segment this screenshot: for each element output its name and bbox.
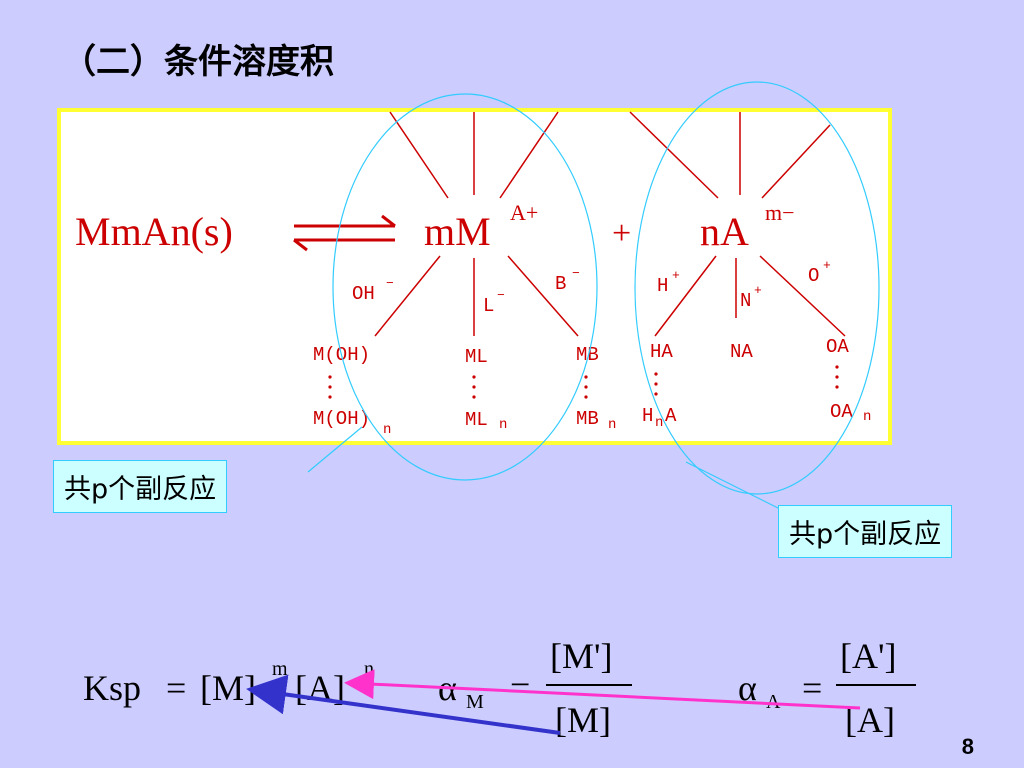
right-callout-pointer [685,461,779,509]
m-concentration: [M] [200,668,256,708]
cation-dot-chains [328,375,588,399]
alpha-a-numerator: [A'] [840,636,896,676]
ligand-oh-charge: − [386,276,394,291]
plus-sign: + [612,215,631,252]
a-exponent: n [364,658,374,680]
alpha-a-denominator: [A] [845,700,895,740]
ligand-o: O [808,265,819,287]
page-number: 8 [961,734,974,759]
product-na: NA [730,341,753,363]
slide-title: （二）条件溶度积 [62,42,334,82]
product-mohn: M(OH) [313,408,370,430]
cation-spokes [374,111,579,337]
ligand-h-charge: + [672,268,680,283]
anion-spokes [629,111,846,337]
pink-arrow-icon [344,669,861,710]
ksp-symbol: Ksp [83,668,141,708]
product-oan: OA [830,401,853,423]
product-mbn: MB [576,408,599,430]
alpha-a-subscript: A [766,691,781,713]
ligand-b: B [555,273,566,295]
ligand-n-charge: + [754,283,762,298]
product-ml: ML [465,346,488,368]
ligand-l-charge: − [497,288,505,303]
alpha-m-subscript: M [466,691,484,713]
product-oan-subscript: n [863,409,871,425]
alpha-a-equals: = [802,668,822,708]
product-hna-subscript: n [655,415,663,431]
anion-ellipse [634,81,880,495]
product-mln: ML [465,409,488,431]
alpha-a-symbol: α [738,668,757,708]
ligand-o-charge: + [823,258,831,273]
product-hna-h: H [642,405,653,427]
blue-arrow-icon [246,674,561,735]
alpha-m-equals: = [510,668,530,708]
ligand-b-charge: − [572,266,580,281]
equilibrium-arrow-icon [293,214,396,252]
product-mbn-subscript: n [608,417,616,433]
m-exponent: m [272,658,288,680]
alpha-m-numerator: [M'] [550,636,612,676]
anion-charge: m− [765,200,795,225]
cation-species: mM [424,209,491,254]
product-oa: OA [826,336,849,358]
product-mb: MB [576,344,599,366]
anion-species: nA [700,209,749,254]
cation-charge: A+ [510,200,538,225]
left-callout-pointer [307,426,363,473]
product-mohn-subscript: n [383,422,391,438]
ligand-n: N [740,290,751,312]
ligand-oh: OH [352,283,375,305]
anion-dot-chains [654,365,839,396]
right-callout: 共p个副反应 [778,505,953,558]
solid-formula: MmAn(s) [75,209,233,254]
alpha-m-denominator: [M] [555,700,611,740]
ligand-l: L [483,295,494,317]
product-hna-a: A [665,405,677,427]
product-ha: HA [650,341,673,363]
cation-ellipse [332,93,598,481]
product-mln-subscript: n [499,417,507,433]
ksp-equals: = [166,668,186,708]
left-callout: 共p个副反应 [53,460,228,513]
ligand-h: H [657,275,668,297]
